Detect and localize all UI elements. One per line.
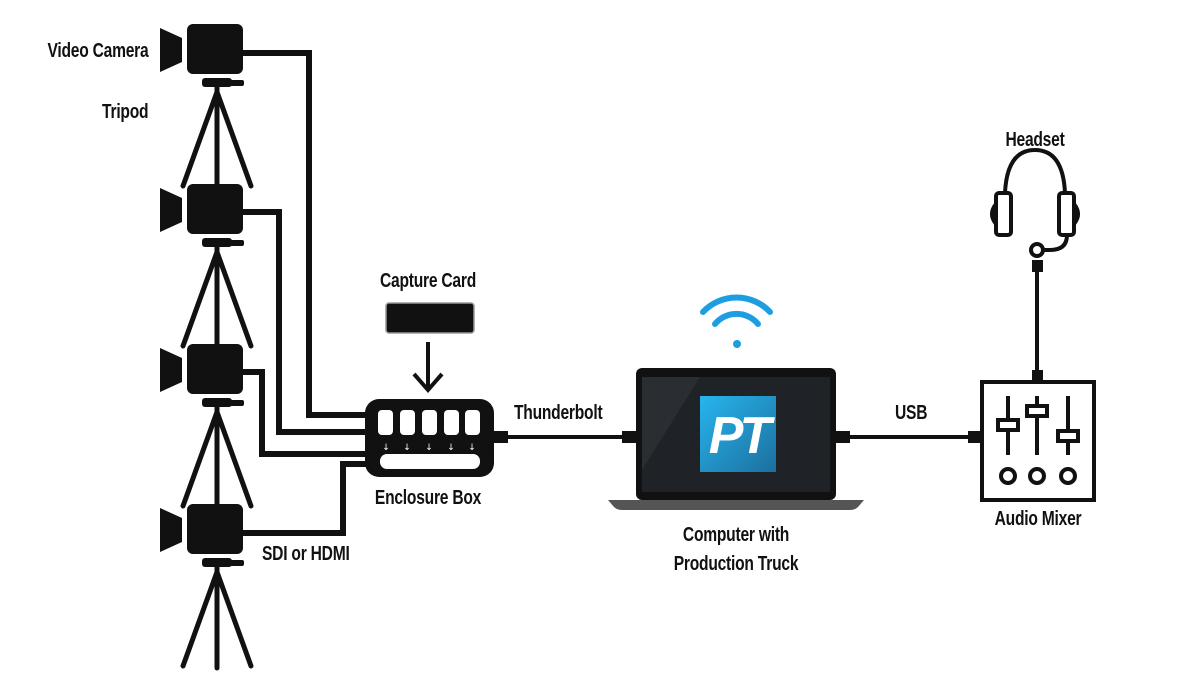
label-enclosure-box: Enclosure Box [374,487,482,509]
svg-text:↓: ↓ [447,443,455,453]
capture-card-icon [385,302,475,394]
wifi-icon [700,294,773,348]
label-sdi-hdmi: SDI or HDMI [262,543,350,565]
headset-cable [1032,260,1043,382]
label-video-camera: Video Camera [47,40,148,62]
svg-text:↓: ↓ [425,443,433,453]
label-thunderbolt: Thunderbolt [514,402,603,424]
cable-camera-4 [242,461,368,536]
cable-camera-3 [242,369,368,457]
audio-mixer-icon [980,380,1096,502]
label-audio-mixer: Audio Mixer [994,508,1082,530]
label-capture-card: Capture Card [379,270,477,292]
svg-text:↓: ↓ [468,443,476,453]
camera-cables [242,50,368,536]
app-logo-text: PT [708,407,771,465]
label-computer-line2: Production Truck [673,553,799,575]
enclosure-box-icon: ↓ ↓ ↓ ↓ ↓ [365,399,494,477]
label-usb: USB [895,402,928,424]
video-camera-icon [160,24,251,188]
usb-cable [836,431,982,443]
svg-text:↓: ↓ [382,443,390,453]
video-camera-icon [160,184,251,348]
thunderbolt-cable [494,431,636,443]
video-camera-icon [160,344,251,508]
cable-camera-1 [242,50,368,418]
label-tripod: Tripod [101,101,148,123]
laptop-icon [608,368,864,510]
headset-icon [990,147,1080,258]
label-computer-line1: Computer with [682,524,790,546]
svg-text:↓: ↓ [403,443,411,453]
video-camera-icon [160,504,251,668]
cable-camera-2 [242,209,368,435]
label-headset: Headset [1005,129,1065,151]
app-logo [700,396,776,472]
